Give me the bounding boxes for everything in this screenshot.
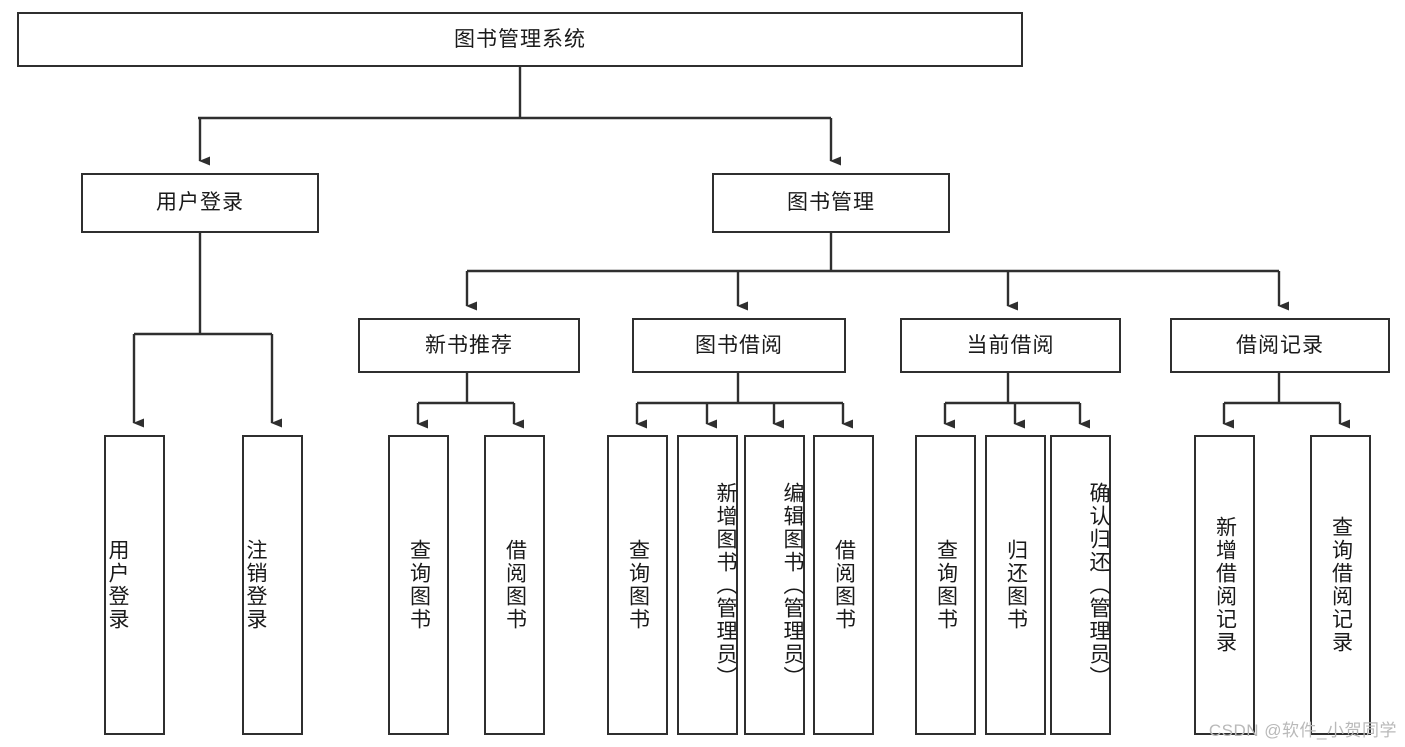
node-user-login-module[interactable]: 用户登录 [81, 173, 319, 233]
node-leaf-query-borrow-record[interactable]: 查询借阅记录 [1310, 435, 1371, 735]
node-leaf-confirm-return-admin[interactable]: 确认归还（管理员） [1050, 435, 1111, 735]
node-label: 确认归还（管理员） [1087, 481, 1110, 689]
node-leaf-user-login[interactable]: 用户登录 [104, 435, 165, 735]
node-borrow-record[interactable]: 借阅记录 [1170, 318, 1390, 373]
node-label: 归还图书 [1004, 539, 1028, 631]
node-label: 用户登录 [156, 191, 244, 215]
node-leaf-query-book-borrow[interactable]: 查询图书 [607, 435, 668, 735]
node-current-borrow[interactable]: 当前借阅 [900, 318, 1121, 373]
node-label: 借阅记录 [1236, 333, 1324, 357]
node-label: 注销登录 [244, 539, 268, 631]
node-label: 查询借阅记录 [1329, 516, 1353, 654]
node-label: 查询图书 [626, 539, 650, 631]
node-label: 查询图书 [407, 539, 431, 631]
node-label: 查询图书 [934, 539, 958, 631]
node-book-management-module[interactable]: 图书管理 [712, 173, 950, 233]
node-leaf-borrow-book[interactable]: 借阅图书 [813, 435, 874, 735]
node-label: 新书推荐 [425, 333, 513, 357]
node-label: 新增借阅记录 [1213, 516, 1237, 654]
node-label: 新增图书（管理员） [714, 481, 737, 689]
node-book-borrow[interactable]: 图书借阅 [632, 318, 846, 373]
node-leaf-return-book[interactable]: 归还图书 [985, 435, 1046, 735]
node-label: 当前借阅 [966, 333, 1055, 357]
node-leaf-add-borrow-record[interactable]: 新增借阅记录 [1194, 435, 1255, 735]
node-label: 图书借阅 [695, 333, 783, 357]
node-leaf-user-logout[interactable]: 注销登录 [242, 435, 303, 735]
node-label: 图书管理系统 [454, 27, 586, 51]
node-root-system[interactable]: 图书管理系统 [17, 12, 1023, 67]
node-leaf-edit-book-admin[interactable]: 编辑图书（管理员） [744, 435, 805, 735]
node-leaf-query-book-recommend[interactable]: 查询图书 [388, 435, 449, 735]
node-leaf-query-book-current[interactable]: 查询图书 [915, 435, 976, 735]
watermark-text: CSDN @软件_小贺同学 [1208, 721, 1397, 740]
node-label: 图书管理 [787, 191, 875, 215]
node-new-book-recommend[interactable]: 新书推荐 [358, 318, 580, 373]
node-label: 编辑图书（管理员） [781, 481, 804, 689]
node-leaf-borrow-book-recommend[interactable]: 借阅图书 [484, 435, 545, 735]
node-leaf-add-book-admin[interactable]: 新增图书（管理员） [677, 435, 738, 735]
node-label: 借阅图书 [832, 539, 856, 631]
node-label: 用户登录 [106, 539, 130, 631]
node-label: 借阅图书 [503, 539, 527, 631]
